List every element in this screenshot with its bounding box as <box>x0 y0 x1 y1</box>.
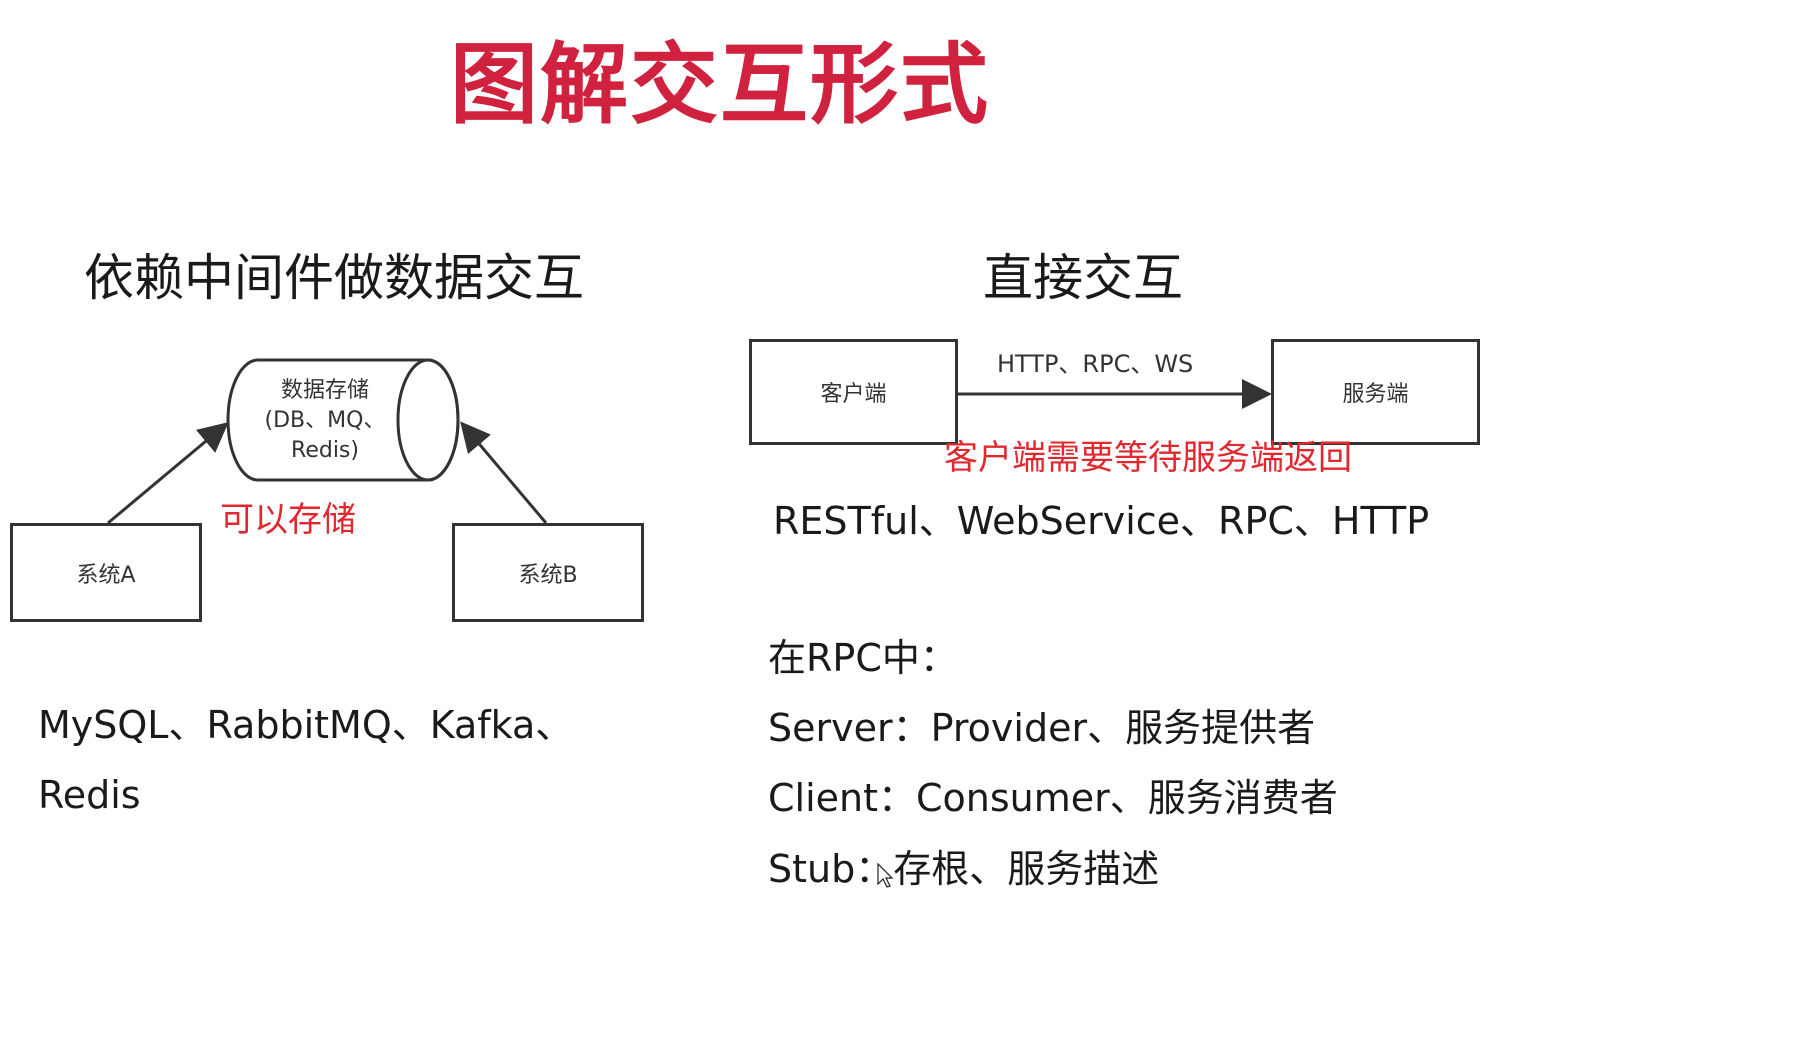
storage-label-line2: (DB、MQ、 <box>264 408 386 433</box>
storage-label-line1: 数据存储 <box>280 378 369 403</box>
system-a-box: 系统A <box>10 523 202 622</box>
storage-label-line3: Redis) <box>291 438 359 463</box>
arrow-system-a-to-storage <box>107 422 229 525</box>
client-label: 客户端 <box>820 382 887 407</box>
right-section-heading: 直接交互 <box>983 249 1183 307</box>
client-box: 客户端 <box>749 339 958 445</box>
arrow-system-b-to-storage <box>460 421 548 524</box>
storage-cylinder <box>226 358 460 482</box>
direct-examples: RESTful、WebService、RPC、HTTP <box>773 499 1430 543</box>
system-a-label: 系统A <box>76 562 136 588</box>
mouse-pointer-icon <box>877 862 894 888</box>
server-label: 服务端 <box>1342 382 1409 407</box>
main-title: 图解交互形式 <box>450 33 991 136</box>
left-section-heading: 依赖中间件做数据交互 <box>84 249 584 307</box>
rpc-client-line: Client：Consumer、服务消费者 <box>768 776 1338 820</box>
server-box: 服务端 <box>1271 339 1480 445</box>
wait-note: 客户端需要等待服务端返回 <box>944 438 1352 478</box>
store-note: 可以存储 <box>220 500 356 540</box>
system-b-label: 系统B <box>518 562 578 588</box>
diagram-canvas <box>107 358 1272 888</box>
rpc-stub-line: Stub：存根、服务描述 <box>768 847 1160 891</box>
system-b-box: 系统B <box>452 523 644 622</box>
rpc-title: 在RPC中： <box>768 636 958 680</box>
protocol-label: HTTP、RPC、WS <box>997 350 1194 378</box>
storage-label: 数据存储 (DB、MQ、 Redis) <box>240 376 410 466</box>
rpc-server-line: Server：Provider、服务提供者 <box>768 706 1316 750</box>
middleware-examples: MySQL、RabbitMQ、Kafka、Redis <box>38 703 574 817</box>
